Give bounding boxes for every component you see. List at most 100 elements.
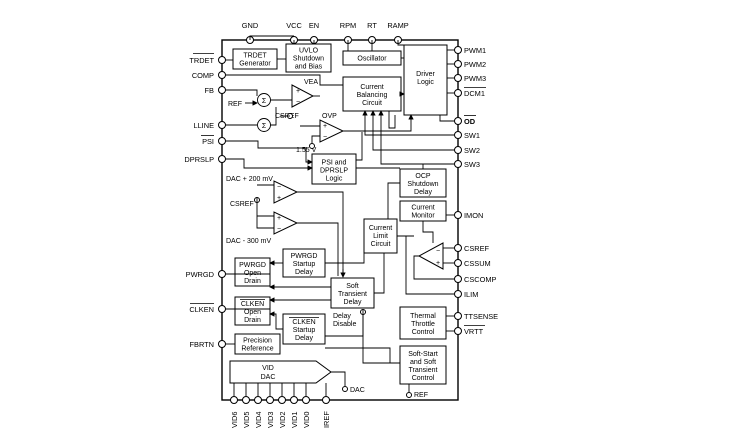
pin-label-psi: PSI <box>202 137 214 146</box>
svg-text:Open: Open <box>244 270 261 277</box>
ref-label: REF <box>228 101 242 108</box>
svg-text:+: + <box>277 195 281 202</box>
svg-text:CLKEN: CLKEN <box>292 319 315 326</box>
bottom-pin-vid5: VID5 <box>242 396 251 428</box>
bottom-pin-vid6: VID6 <box>230 396 239 428</box>
pin-label-csref: CSREF <box>464 244 490 253</box>
svg-text:−: − <box>323 134 327 141</box>
svg-text:Shutdown: Shutdown <box>407 181 438 188</box>
svg-text:and Bias: and Bias <box>295 64 323 71</box>
block-softstart-control: Soft-Start and Soft Transient Control <box>399 345 447 385</box>
bottom-pin-iref: IREF <box>322 396 331 428</box>
comparator-dac-minus: + − <box>273 211 299 235</box>
block-clken-startup-delay: CLKEN Startup Delay <box>282 313 326 345</box>
pin-label-dprslp: DPRSLP <box>184 155 214 164</box>
block-uvlo: UVLO Shutdown and Bias <box>285 43 332 73</box>
pin-label-clken: CLKEN <box>189 305 214 314</box>
pin-label-vrtt: VRTT <box>464 327 484 336</box>
bottom-pin-vid4: VID4 <box>254 396 263 428</box>
delay-disable-label-1: Delay <box>333 313 351 320</box>
svg-text:PWRGD: PWRGD <box>291 253 318 260</box>
pin-label-fbrtn: FBRTN <box>190 340 215 349</box>
pin-label-cscomp: CSCOMP <box>464 275 497 284</box>
right-pin-sw3: SW3 <box>454 160 480 169</box>
pin-label-sw1: SW1 <box>464 131 480 140</box>
svg-text:Oscillator: Oscillator <box>357 56 387 63</box>
left-pin-fbrtn: FBRTN <box>190 340 226 349</box>
block-pwrgd-startup-delay: PWRGD Startup Delay <box>282 248 326 278</box>
right-pin-ilim: ILIM <box>454 290 478 299</box>
svg-text:Throttle: Throttle <box>411 321 435 328</box>
pin-label-pwrgd: PWRGD <box>186 270 214 279</box>
block-pwrgd-open-drain: PWRGD Open Drain <box>234 257 271 287</box>
svg-text:Generator: Generator <box>239 61 271 68</box>
svg-text:Σ: Σ <box>262 123 267 130</box>
svg-text:Shutdown: Shutdown <box>293 56 324 63</box>
pin-label-iref: IREF <box>322 411 331 428</box>
svg-text:Drain: Drain <box>244 317 261 324</box>
pin-label-pwm2: PWM2 <box>464 60 486 69</box>
csref-label-left: CSREF <box>275 113 299 120</box>
bottom-pin-vid2: VID2 <box>278 396 287 428</box>
svg-text:Current: Current <box>360 84 383 91</box>
pin-label-rpm: RPM <box>340 21 356 30</box>
pin-label-imon: IMON <box>464 211 483 220</box>
pin-label-sw2: SW2 <box>464 146 480 155</box>
left-pin-comp: COMP <box>192 71 226 80</box>
svg-text:+: + <box>277 215 281 222</box>
svg-text:PSI and: PSI and <box>322 160 347 167</box>
svg-text:+: + <box>323 123 327 130</box>
pin-label-pwm1: PWM1 <box>464 46 486 55</box>
svg-text:Control: Control <box>412 329 435 336</box>
pin-label-trdet: TRDET <box>189 56 214 65</box>
left-pin-psi: PSI <box>201 135 226 146</box>
svg-text:PWRGD: PWRGD <box>239 262 266 269</box>
svg-text:OCP: OCP <box>415 173 431 180</box>
summer-lline: Σ <box>257 118 271 132</box>
svg-text:Delay: Delay <box>414 189 432 196</box>
svg-text:Drain: Drain <box>244 278 261 285</box>
svg-text:Delay: Delay <box>344 299 362 306</box>
svg-text:−: − <box>436 248 440 255</box>
comparator-dac-plus: − + <box>273 180 299 204</box>
pin-label-ramp: RAMP <box>387 21 408 30</box>
right-pin-vrtt: VRTT <box>454 325 485 336</box>
right-pin-cssum: CSSUM <box>454 259 491 268</box>
svg-text:Transient: Transient <box>409 367 438 374</box>
svg-text:Startup: Startup <box>293 327 316 334</box>
svg-text:VID: VID <box>262 365 274 372</box>
right-pin-pwm2: PWM2 <box>454 60 486 69</box>
vea-label: VEA <box>304 79 318 86</box>
bottom-pin-vid1: VID1 <box>290 396 299 428</box>
svg-text:Precision: Precision <box>243 338 272 345</box>
svg-text:Σ: Σ <box>262 98 267 105</box>
pin-label-ttsense: TTSENSE <box>464 312 498 321</box>
right-pin-sw2: SW2 <box>454 146 480 155</box>
dac-minus-label: DAC - 300 mV <box>226 238 271 245</box>
svg-text:Logic: Logic <box>326 176 343 183</box>
right-pin-od: OD <box>454 115 476 126</box>
delay-disable-label-2: Disable <box>333 321 356 328</box>
right-pin-csref: CSREF <box>454 244 490 253</box>
svg-text:Driver: Driver <box>416 71 435 78</box>
svg-text:Circuit: Circuit <box>362 100 382 107</box>
svg-text:Transient: Transient <box>338 291 367 298</box>
block-psi-dprslp-logic: PSI and DPRSLP Logic <box>311 153 357 185</box>
pin-label-pwm3: PWM3 <box>464 74 486 83</box>
comparator-ovp: + − OVP <box>319 113 345 143</box>
pin-label-lline: LLINE <box>193 121 214 130</box>
pin-label-vid6: VID6 <box>230 412 239 428</box>
svg-text:Control: Control <box>412 375 435 382</box>
block-trdet-generator: TRDET Generator <box>232 48 278 70</box>
right-pin-cscomp: CSCOMP <box>454 275 497 284</box>
svg-text:Monitor: Monitor <box>411 213 435 220</box>
right-pin-pwm3: PWM3 <box>454 74 486 83</box>
block-thermal-throttle: Thermal Throttle Control <box>399 306 447 340</box>
pin-label-vcc: VCC <box>286 21 302 30</box>
block-oscillator: Oscillator <box>342 50 402 66</box>
svg-text:Delay: Delay <box>295 269 313 276</box>
block-current-limit: Current Limit Circuit <box>363 218 398 254</box>
svg-text:Circuit: Circuit <box>371 241 391 248</box>
summer-fb: Σ <box>257 93 271 107</box>
